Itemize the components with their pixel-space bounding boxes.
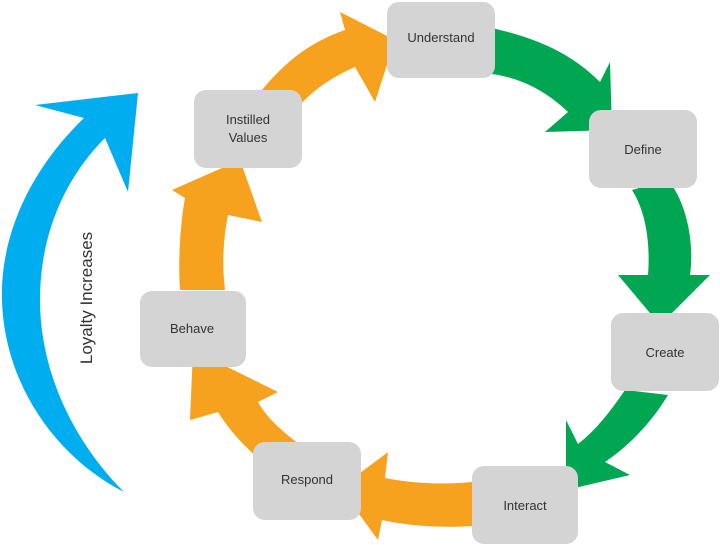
stage-box (589, 110, 697, 188)
stage-behave: Behave (140, 291, 246, 367)
stage-interact: Interact (472, 466, 578, 544)
loyalty-increases-arrow (1, 93, 138, 492)
arrow-respond-to-behave (190, 350, 300, 465)
stage-label: Respond (281, 472, 333, 487)
stage-box (140, 291, 246, 367)
stage-create: Create (611, 313, 719, 391)
stage-define: Define (589, 110, 697, 188)
stage-label-line2: Values (229, 130, 268, 145)
stage-label: Understand (407, 30, 474, 45)
arrow-understand-to-define (492, 28, 612, 132)
arrow-create-to-interact (566, 390, 668, 490)
stage-label: Behave (170, 321, 214, 336)
stage-label: Create (645, 345, 684, 360)
stage-box (194, 90, 302, 168)
stage-box (611, 313, 719, 391)
stage-label: Define (624, 142, 662, 157)
stage-label: Interact (503, 498, 547, 513)
arrow-behave-to-instilled (172, 160, 262, 290)
stage-box (387, 2, 495, 78)
stage-respond: Respond (253, 442, 361, 520)
loyalty-increases-label: Loyalty Increases (77, 232, 96, 364)
arrow-interact-to-respond (340, 452, 472, 540)
stage-box (472, 466, 578, 544)
stage-box (253, 442, 361, 520)
stage-label-line1: Instilled (226, 112, 270, 127)
stage-understand: Understand (387, 2, 495, 78)
arrow-instilled-to-understand (262, 12, 395, 110)
stage-instilled-values: Instilled Values (194, 90, 302, 168)
arrow-define-to-create (618, 180, 710, 325)
